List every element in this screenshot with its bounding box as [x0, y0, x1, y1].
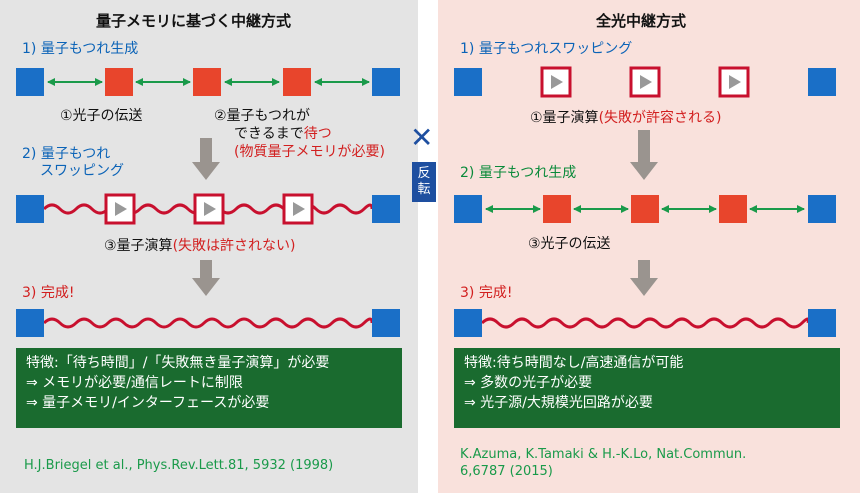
down-arrow — [192, 138, 220, 180]
right-photon-transfer-label: ③光子の伝送 — [528, 236, 611, 252]
cross-icon: ✕ — [410, 121, 434, 154]
end-node — [372, 68, 400, 96]
badge-char: 反 — [417, 166, 431, 181]
right-operation-label: ①量子演算(失敗が許容される) — [530, 110, 722, 127]
end-node — [16, 68, 44, 96]
end-node — [808, 195, 836, 223]
swap-operation — [193, 193, 225, 225]
photon-transfer-label: ①光子の伝送 — [60, 108, 143, 124]
wait-emphasis: 待つ — [303, 126, 332, 142]
left-operation-label: ③量子演算(失敗は許されない) — [104, 238, 296, 255]
wait-text: できるまで — [234, 126, 304, 142]
left-step3-label: 3) 完成! — [22, 285, 75, 301]
end-node — [808, 309, 836, 337]
right-row1 — [454, 66, 836, 98]
quantum-memory — [193, 68, 221, 96]
left-reference: H.J.Briegel et al., Phys.Rev.Lett.81, 59… — [24, 458, 334, 473]
feature-line: 特徴:「待ち時間」/「失敗無き量子演算」が必要 — [26, 355, 330, 371]
right-feature-box: 特徴:待ち時間なし/高速通信が可能 ⇒ 多数の光子が必要 ⇒ 光子源/大規模光回… — [454, 348, 840, 428]
quantum-memory — [283, 68, 311, 96]
entanglement-wave — [42, 317, 374, 329]
left-row3 — [16, 309, 400, 337]
end-node — [454, 195, 482, 223]
memory-required-label: (物質量子メモリが必要) — [234, 144, 385, 160]
feature-line: ⇒ 多数の光子が必要 — [464, 375, 593, 391]
operation-note: (失敗が許容される) — [598, 110, 722, 126]
right-row2 — [454, 195, 836, 223]
down-arrow — [630, 130, 658, 180]
photon-source — [631, 195, 659, 223]
reference-line: K.Azuma, K.Tamaki & H.-K.Lo, Nat.Commun. — [460, 447, 747, 462]
left-row1 — [16, 68, 400, 96]
entanglement-wave — [480, 317, 810, 329]
photon-source — [719, 195, 747, 223]
right-step1-label: 1) 量子もつれスワッピング — [460, 41, 633, 57]
down-arrow — [192, 260, 220, 296]
operation-text: ③量子演算 — [104, 238, 173, 254]
reference-line: 6,6787 (2015) — [460, 464, 553, 479]
reversal-badge: 反 転 — [412, 162, 436, 202]
feature-line: ⇒ 量子メモリ/インターフェースが必要 — [26, 395, 270, 411]
badge-char: 転 — [417, 182, 431, 197]
right-reference: K.Azuma, K.Tamaki & H.-K.Lo, Nat.Commun.… — [460, 446, 746, 480]
end-node — [372, 195, 400, 223]
end-node — [16, 309, 44, 337]
wait-label-line1: ②量子もつれが — [214, 108, 310, 124]
operation-note: (失敗は許されない) — [172, 238, 296, 254]
down-arrow — [630, 260, 658, 296]
right-step3-label: 3) 完成! — [460, 285, 513, 301]
left-step2-label: 2) 量子もつれ スワッピング — [22, 146, 124, 180]
step2-line1: 2) 量子もつれ — [22, 146, 111, 162]
end-node — [16, 195, 44, 223]
right-step2-label: 2) 量子もつれ生成 — [460, 165, 577, 181]
left-step1-label: 1) 量子もつれ生成 — [22, 41, 139, 57]
photon-source — [543, 195, 571, 223]
feature-line: ⇒ 光子源/大規模光回路が必要 — [464, 395, 653, 411]
operation-text: ①量子演算 — [530, 110, 599, 126]
right-title: 全光中継方式 — [596, 12, 687, 30]
end-node — [454, 309, 482, 337]
wait-label-line2: できるまで待つ — [234, 126, 332, 143]
left-feature-box: 特徴:「待ち時間」/「失敗無き量子演算」が必要 ⇒ メモリが必要/通信レートに制… — [16, 348, 402, 428]
step2-line2: スワッピング — [40, 163, 124, 179]
quantum-memory — [105, 68, 133, 96]
end-node — [372, 309, 400, 337]
feature-line: 特徴:待ち時間なし/高速通信が可能 — [464, 355, 684, 371]
feature-line: ⇒ メモリが必要/通信レートに制限 — [26, 375, 243, 391]
left-row2 — [16, 193, 400, 225]
left-title: 量子メモリに基づく中継方式 — [96, 12, 292, 30]
right-row3 — [454, 309, 836, 337]
end-node — [454, 68, 482, 96]
end-node — [808, 68, 836, 96]
